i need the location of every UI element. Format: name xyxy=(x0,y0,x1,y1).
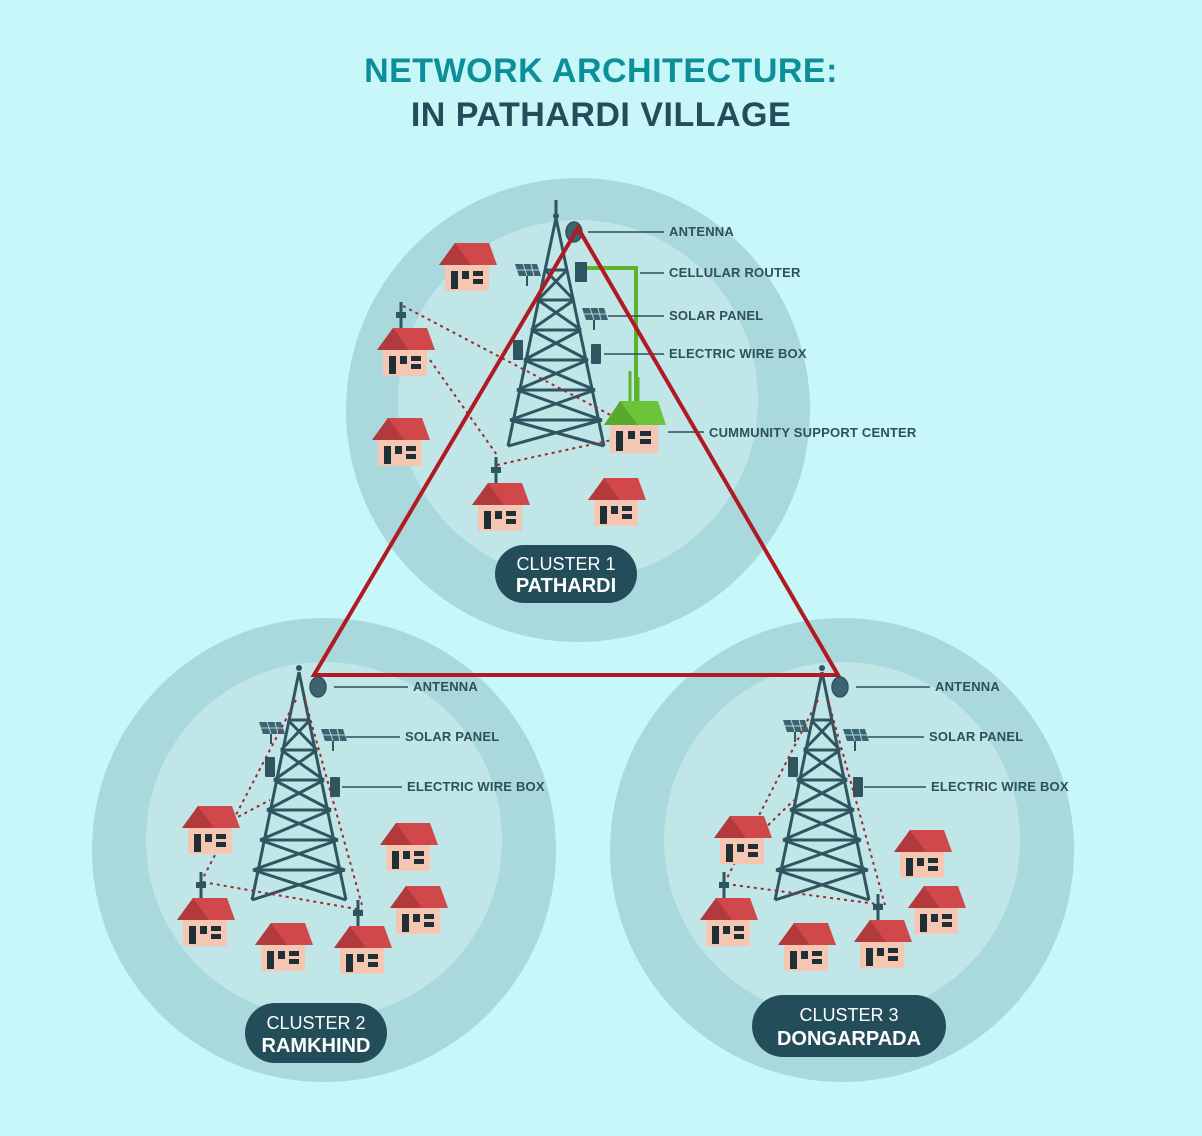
cluster-3-name: DONGARPADA xyxy=(777,1028,921,1050)
cluster-3-label-solar: SOLAR PANEL xyxy=(929,729,1023,744)
cluster-1-wire-box-icon xyxy=(513,340,523,360)
cluster-3-wire-box-icon xyxy=(853,777,863,797)
cluster-1-wire-box-icon xyxy=(591,344,601,364)
cluster-2-antenna-icon xyxy=(309,676,327,698)
cluster-3-antenna-icon xyxy=(831,676,849,698)
cluster-2-wire-box-icon xyxy=(330,777,340,797)
cluster-3-tower xyxy=(773,671,871,902)
cluster-3-label-antenna: ANTENNA xyxy=(935,679,1000,694)
title-line-2: IN PATHARDI VILLAGE xyxy=(410,96,792,134)
cluster-1-name: PATHARDI xyxy=(516,575,616,597)
cluster-2-label-wirebox: ELECTRIC WIRE BOX xyxy=(407,779,545,794)
cluster-1-label-solar: SOLAR PANEL xyxy=(669,308,763,323)
cluster-2-label-antenna: ANTENNA xyxy=(413,679,478,694)
cluster-1-label-router: CELLULAR ROUTER xyxy=(669,265,801,280)
cluster-3-badge xyxy=(752,995,946,1057)
cluster-1-tower xyxy=(506,200,606,448)
cluster-1-router-icon xyxy=(575,262,587,282)
cluster-2-label-solar: SOLAR PANEL xyxy=(405,729,499,744)
cluster-1-badge xyxy=(495,545,637,603)
cluster-2-number: CLUSTER 2 xyxy=(266,1013,365,1033)
cluster-3-wire-box-icon xyxy=(788,757,798,777)
cluster-3-label-wirebox: ELECTRIC WIRE BOX xyxy=(931,779,1069,794)
cluster-1-label-wirebox: ELECTRIC WIRE BOX xyxy=(669,346,807,361)
cluster-1-number: CLUSTER 1 xyxy=(516,554,615,574)
cluster-2-wire-box-icon xyxy=(265,757,275,777)
cluster-2-name: RAMKHIND xyxy=(262,1035,371,1057)
cluster-1-power-line xyxy=(587,266,638,402)
cluster-3-number: CLUSTER 3 xyxy=(799,1005,898,1025)
title-line-1: NETWORK ARCHITECTURE: xyxy=(364,52,838,90)
cluster-2-tower xyxy=(250,671,348,902)
backhaul-link-triangle xyxy=(310,224,842,677)
cluster-1-label-community: CUMMUNITY SUPPORT CENTER xyxy=(709,425,917,440)
cluster-1-label-antenna: ANTENNA xyxy=(669,224,734,239)
cluster-2-badge xyxy=(245,1003,387,1063)
